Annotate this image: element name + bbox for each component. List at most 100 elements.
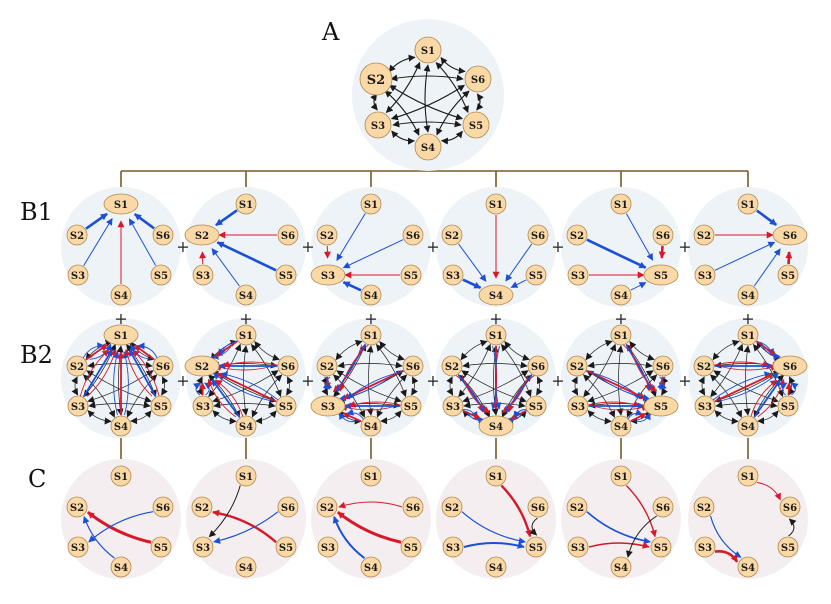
node-label: S4 [489,563,503,574]
node-label: S5 [529,271,543,282]
node-label: S5 [154,271,168,282]
edge [342,280,362,292]
node-label: S2 [445,362,459,373]
edge [714,410,739,425]
edge [510,279,527,288]
node-s2: S2 [316,224,338,246]
node-label: S3 [446,543,460,554]
node-s5: S5 [275,264,297,286]
node-s3: S3 [67,395,89,417]
node-s3: S3 [567,264,589,286]
node-label: S3 [371,121,385,132]
edge [698,376,706,396]
edge [714,372,776,403]
node-label: S6 [406,503,420,514]
node-label: S4 [614,563,628,574]
node-s1: S1 [737,324,759,346]
node-s5: S5 [400,264,422,286]
node-label: S1 [364,472,378,483]
node-label: S2 [195,503,209,514]
edge [714,241,776,271]
node-label: S5 [654,402,668,413]
node-s2: S2 [359,62,393,96]
edge [462,361,528,369]
node-s6: S6 [152,355,174,377]
node-s4: S4 [610,415,632,437]
edge [215,209,238,227]
node-s1: S1 [737,193,759,215]
node-label: S3 [698,271,712,282]
plus-sign: + [176,371,189,390]
edge [718,372,780,402]
edge [336,213,366,262]
edge [625,485,657,538]
plus-sign: + [426,371,439,390]
edge [212,509,277,544]
node-label: S3 [698,402,712,413]
plus-sign: + [551,371,564,390]
node-s3: S3 [192,395,214,417]
edge [463,541,525,549]
edge [790,382,799,396]
node-s1: S1 [360,324,382,346]
node-label: S1 [114,472,128,483]
node-label: S5 [404,402,418,413]
node-s3: S3 [694,264,716,286]
node-s2: S2 [441,224,463,246]
edge [494,345,502,410]
node-label: S3 [321,543,335,554]
node-label: S2 [570,231,584,242]
node-s4: S4 [360,556,382,578]
edge [710,371,772,402]
node-s2: S2 [566,224,588,246]
edge [584,400,641,408]
node-label: S4 [364,422,378,433]
node-s2: S2 [693,355,715,377]
node-label: S1 [741,472,755,483]
node-label: S2 [697,503,711,514]
edge [446,376,454,396]
node-label: S5 [154,402,168,413]
edge [338,501,403,509]
node-s1: S1 [235,324,257,346]
node-label: S5 [279,402,293,413]
node-label: S4 [741,291,755,302]
node-s2: S2 [693,496,715,518]
edge [536,376,544,396]
node-label: S4 [114,422,128,433]
edge [586,238,647,269]
node-s6: S6 [402,355,424,377]
node-label: S6 [156,231,170,242]
node-label: S6 [281,362,295,373]
node-s3: S3 [192,536,214,558]
node-s6: S6 [772,355,808,377]
edge [411,376,419,396]
node-label: S4 [239,563,253,574]
edge [83,217,113,266]
edge [625,213,654,261]
node-s1: S1 [103,193,139,215]
node-s5: S5 [777,395,799,417]
edge [629,344,657,393]
node-label: S1 [614,331,628,342]
edge [128,349,157,397]
node-s3: S3 [567,395,589,417]
node-label: S4 [741,563,755,574]
node-s4: S4 [610,556,632,578]
node-label: S2 [697,362,711,373]
edge [346,370,408,399]
edge [213,511,279,544]
node-s3: S3 [310,264,346,286]
node-s6: S6 [277,355,299,377]
node-s2: S2 [316,496,338,518]
node-s2: S2 [316,355,338,377]
edge [657,376,666,390]
node-label: S5 [279,543,293,554]
node-label: S2 [570,362,584,373]
